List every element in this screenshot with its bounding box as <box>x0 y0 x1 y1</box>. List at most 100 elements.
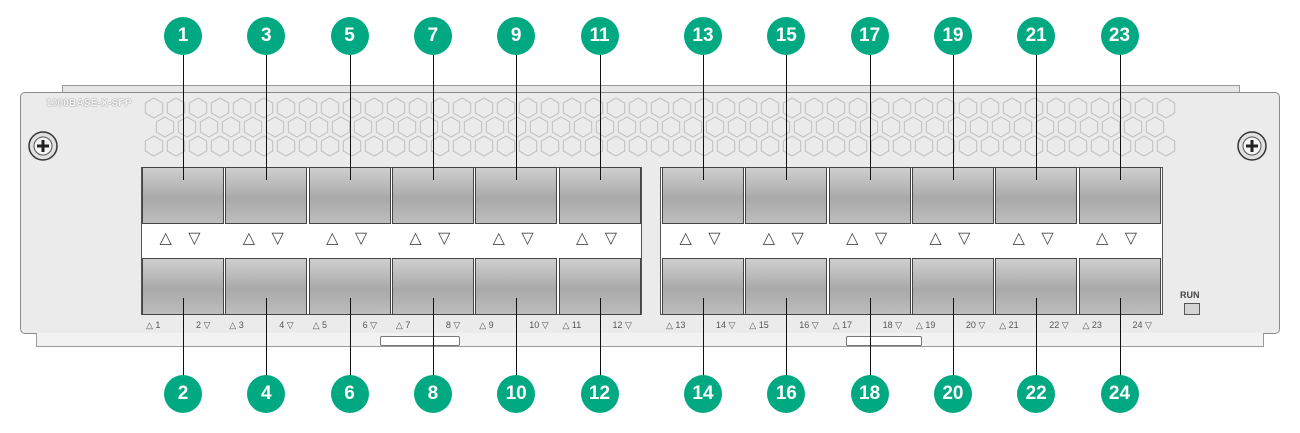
port-callout-top: 15 <box>767 17 806 55</box>
vent-hole <box>364 97 384 119</box>
vent-hole <box>606 97 626 119</box>
port-callout-bottom: 12 <box>580 375 619 413</box>
port-callout-bottom: 4 <box>247 375 286 413</box>
port-silk-label-odd: △ 19 <box>915 320 936 330</box>
sfp-port-bottom <box>995 258 1078 315</box>
port-callout-bottom: 2 <box>164 375 202 413</box>
vent-hole <box>452 135 472 157</box>
port-silk-label-even: 8 ▽ <box>445 320 461 330</box>
callout-line-top <box>786 54 788 180</box>
vent-hole <box>837 116 857 138</box>
port-silk-label-odd: △ 1 <box>146 320 161 330</box>
callout-line-bottom <box>266 298 268 377</box>
port-callout-top: 7 <box>413 17 452 55</box>
vent-hole <box>980 135 1000 157</box>
vent-hole <box>562 97 582 119</box>
vent-hole <box>738 97 758 119</box>
vent-hole <box>958 135 978 157</box>
port-led-indicator: △ ▽ <box>409 230 457 247</box>
ejector-handle-left <box>380 336 460 346</box>
vent-hole <box>1156 97 1176 119</box>
vent-hole <box>793 116 813 138</box>
callout-line-top <box>869 54 871 180</box>
vent-hole <box>584 135 604 157</box>
bottom-rail <box>36 333 1264 347</box>
port-led-indicator: △ ▽ <box>929 230 977 247</box>
vent-hole <box>298 97 318 119</box>
vent-hole <box>210 135 230 157</box>
top-rail <box>62 85 1240 94</box>
vent-hole <box>1134 97 1154 119</box>
port-led-indicator: △ ▽ <box>762 230 810 247</box>
vent-hole <box>936 97 956 119</box>
port-callout-bottom: 16 <box>767 375 806 413</box>
vent-hole <box>826 97 846 119</box>
callout-line-top <box>516 54 518 180</box>
callout-line-bottom <box>349 298 351 377</box>
vent-hole <box>309 116 329 138</box>
vent-hole <box>441 116 461 138</box>
vent-hole <box>1156 135 1176 157</box>
vent-hole <box>870 97 890 119</box>
callout-line-bottom <box>516 298 518 377</box>
vent-hole <box>210 97 230 119</box>
vent-hole <box>804 135 824 157</box>
vent-hole <box>672 97 692 119</box>
port-silk-label-odd: △ 21 <box>999 320 1019 330</box>
vent-hole <box>1112 135 1132 157</box>
vent-hole <box>892 97 912 119</box>
callout-line-top <box>432 54 434 180</box>
vent-hole <box>1134 135 1154 157</box>
vent-hole <box>474 97 494 119</box>
vent-hole <box>1002 135 1022 157</box>
vent-hole <box>716 135 736 157</box>
port-silk-label-even: 20 ▽ <box>965 320 986 330</box>
vent-hole <box>1101 116 1121 138</box>
vent-hole <box>276 97 296 119</box>
vent-hole <box>562 135 582 157</box>
vent-hole <box>298 135 318 157</box>
vent-hole <box>727 116 747 138</box>
vent-hole <box>254 97 274 119</box>
vent-hole <box>639 116 659 138</box>
port-silk-label-even: 10 ▽ <box>529 320 549 330</box>
port-silk-label-odd: △ 13 <box>666 320 686 330</box>
ventilation-grille <box>144 97 1176 157</box>
vent-hole <box>980 97 1000 119</box>
vent-hole <box>430 97 450 119</box>
port-led-indicator: △ ▽ <box>1012 230 1060 247</box>
port-callout-top: 23 <box>1100 17 1139 55</box>
port-callout-bottom: 22 <box>1017 375 1056 413</box>
port-callout-top: 19 <box>933 17 972 55</box>
port-callout-bottom: 20 <box>933 375 972 413</box>
callout-line-top <box>952 54 954 180</box>
callout-line-top <box>1119 54 1121 180</box>
vent-hole <box>694 135 714 157</box>
vent-hole <box>1002 97 1022 119</box>
vent-hole <box>463 116 483 138</box>
run-led <box>1184 303 1200 315</box>
port-led-indicator: △ ▽ <box>492 230 540 247</box>
vent-hole <box>1090 135 1110 157</box>
vent-hole <box>353 116 373 138</box>
vent-hole <box>155 116 175 138</box>
vent-hole <box>705 116 725 138</box>
port-led-indicator: △ ▽ <box>242 230 290 247</box>
vent-hole <box>342 135 362 157</box>
vent-hole <box>287 116 307 138</box>
port-silk-label-odd: △ 23 <box>1082 320 1102 330</box>
vent-hole <box>771 116 791 138</box>
port-callout-bottom: 8 <box>413 375 452 413</box>
port-led-indicator: △ ▽ <box>679 230 727 247</box>
vent-hole <box>254 135 274 157</box>
vent-hole <box>529 116 549 138</box>
vent-hole <box>232 135 252 157</box>
port-silk-label-even: 2 ▽ <box>196 320 211 330</box>
port-silk-label-even: 24 ▽ <box>1132 320 1152 330</box>
port-led-indicator: △ ▽ <box>326 230 374 247</box>
vent-hole <box>1145 116 1165 138</box>
callout-line-top <box>703 54 704 180</box>
vent-hole <box>694 97 714 119</box>
callout-line-top <box>599 54 601 180</box>
port-silk-label-odd: △ 17 <box>832 320 853 330</box>
